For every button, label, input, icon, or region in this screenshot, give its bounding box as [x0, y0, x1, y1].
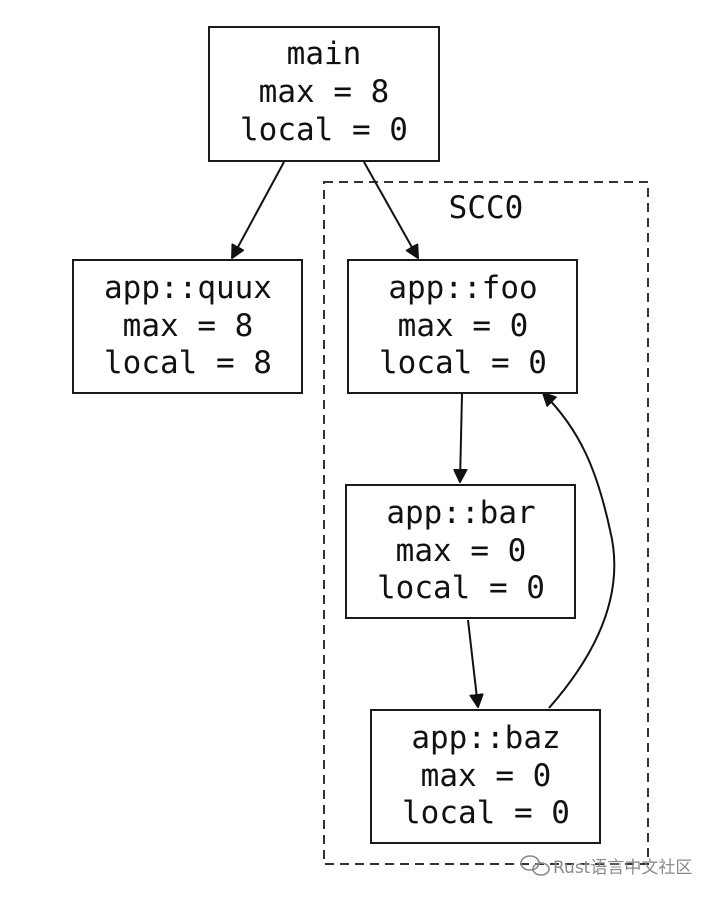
node-bar-name: app::bar	[386, 495, 535, 531]
node-foo-max: max = 0	[398, 308, 529, 344]
wechat-icon	[520, 855, 550, 876]
node-main-max: max = 8	[259, 74, 390, 110]
node-quux-name: app::quux	[104, 270, 272, 306]
edge-bar-to-baz	[467, 619, 478, 707]
node-foo: app::foo max = 0 local = 0	[347, 259, 578, 394]
edge-main-to-quux	[232, 161, 285, 258]
edge-baz-to-foo	[543, 393, 616, 709]
node-baz-box	[370, 709, 601, 844]
node-quux-max: max = 8	[123, 308, 254, 344]
node-main-name: main	[287, 36, 362, 72]
edge-foo-to-bar	[460, 393, 462, 482]
node-main: main max = 8 local = 0	[208, 26, 440, 162]
node-foo-name: app::foo	[388, 270, 537, 306]
node-bar-local: local = 0	[377, 570, 545, 606]
cluster-scc0-label: SCC0	[449, 190, 524, 226]
cluster-scc0-border	[323, 181, 649, 865]
edge-main-to-foo	[363, 161, 418, 258]
node-quux-box	[72, 259, 303, 394]
node-bar-box	[345, 484, 576, 619]
node-baz-name: app::baz	[411, 720, 560, 756]
node-foo-local: local = 0	[379, 345, 547, 381]
watermark-text: Rust语言中文社区	[553, 858, 692, 878]
node-baz-max: max = 0	[421, 758, 552, 794]
node-bar-max: max = 0	[396, 533, 527, 569]
node-main-local: local = 0	[240, 112, 408, 148]
cluster-scc0: SCC0	[323, 181, 649, 865]
node-foo-box	[347, 259, 578, 394]
node-main-box	[208, 26, 440, 162]
edges	[232, 161, 616, 709]
node-quux: app::quux max = 8 local = 8	[72, 259, 303, 394]
node-baz-local: local = 0	[402, 795, 570, 831]
node-baz: app::baz max = 0 local = 0	[370, 709, 601, 844]
node-bar: app::bar max = 0 local = 0	[345, 484, 576, 619]
node-quux-local: local = 8	[104, 345, 272, 381]
watermark: Rust语言中文社区	[520, 855, 692, 878]
